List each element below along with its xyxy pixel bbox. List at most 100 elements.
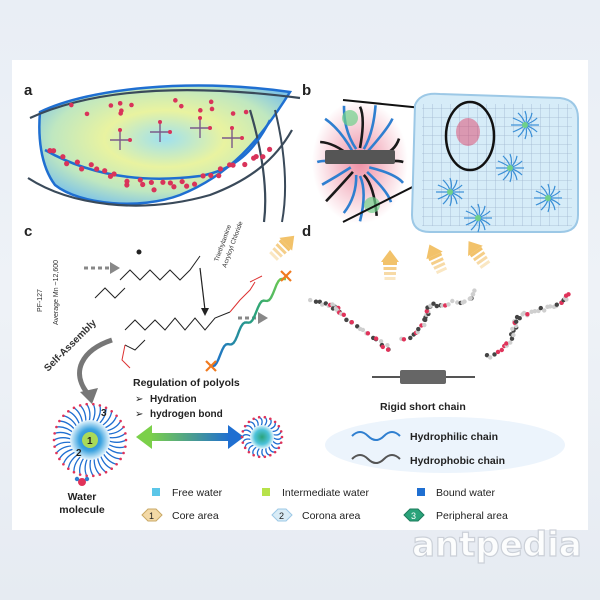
atom	[511, 332, 516, 338]
water-dot	[119, 419, 122, 423]
water-dot	[79, 166, 85, 172]
atom	[488, 355, 493, 360]
atom	[521, 310, 527, 316]
atom	[360, 327, 366, 333]
water-dot	[257, 455, 261, 459]
water-dot	[179, 178, 185, 185]
water-dot	[67, 467, 70, 471]
water-dot	[263, 415, 267, 419]
intermediate-water-label: Intermediate water	[282, 487, 369, 499]
core-area-label: Core area	[172, 510, 219, 522]
water-dot	[72, 470, 76, 474]
atom	[365, 331, 371, 336]
atom	[373, 336, 379, 341]
chain-end-crosses	[205, 270, 292, 372]
atom	[462, 299, 467, 304]
polymer-strand	[342, 174, 358, 214]
atom	[424, 309, 429, 314]
water-dot	[118, 111, 123, 116]
water-dot	[252, 453, 255, 457]
water-dot	[253, 153, 259, 160]
rigid-chain-icon	[372, 370, 475, 384]
water-dot	[160, 179, 166, 185]
water-dot	[85, 402, 88, 406]
micelles-in-gel	[436, 110, 562, 233]
water-dot	[104, 470, 108, 474]
polymer-strand	[274, 109, 287, 223]
water-dot	[277, 446, 281, 450]
water-dot	[85, 474, 88, 478]
atom	[401, 337, 407, 342]
water-dot	[240, 435, 244, 439]
water-dot	[122, 425, 125, 429]
water-dot	[102, 168, 108, 174]
water-dot	[78, 473, 82, 476]
molecular-weight: Average Mn ~12,600	[53, 260, 60, 325]
polymer-name: PF-127	[37, 289, 44, 312]
molecule-atom	[208, 126, 212, 130]
atom	[385, 343, 390, 348]
hydrophobic-chain-label: Hydrophobic chain	[410, 455, 505, 467]
water-dot	[53, 445, 56, 448]
molecule-atom	[118, 128, 122, 132]
acrylated-structure	[121, 275, 263, 369]
polymer-strand	[358, 175, 365, 222]
water-dot	[62, 414, 65, 418]
hydrogel-network-blob	[38, 84, 293, 205]
water-dot	[167, 180, 173, 186]
water-dot	[230, 162, 236, 168]
atom	[323, 301, 328, 306]
water-dot	[60, 154, 66, 160]
atom	[492, 352, 497, 357]
water-dot	[247, 420, 251, 424]
water-dot	[117, 101, 123, 106]
water-dot	[119, 457, 122, 461]
atom	[446, 302, 451, 307]
panel-d: d Rigid short chain Hydrophilic chain Hy…	[269, 223, 571, 473]
atom	[470, 292, 475, 297]
atom	[484, 353, 490, 358]
core-area-hex: 1	[141, 508, 163, 522]
water-dot	[252, 417, 255, 421]
atom	[355, 324, 360, 329]
polymer-strand	[342, 105, 358, 150]
water-dot	[230, 111, 236, 116]
water-dot	[115, 414, 118, 418]
polymer-strand	[368, 166, 405, 184]
water-dot	[58, 457, 61, 461]
polymer-strand	[325, 171, 354, 203]
atom	[313, 299, 319, 304]
self-assembly-arrow	[77, 337, 113, 404]
water-dot	[217, 166, 224, 172]
double-arrow	[136, 425, 244, 449]
water-dot	[108, 103, 114, 108]
water-molecule-label-line2: molecule	[59, 504, 105, 516]
polymer-strand	[358, 106, 365, 149]
water-dot	[84, 111, 90, 117]
polymer-strand	[27, 129, 293, 207]
regulation-item-hbond: hydrogen bond	[150, 409, 223, 420]
water-dot	[184, 183, 190, 189]
water-dot	[110, 467, 113, 471]
polymer-strand	[362, 105, 377, 150]
atom	[499, 347, 504, 353]
micelle-small	[240, 415, 284, 459]
water-dot	[52, 438, 56, 442]
atom	[416, 326, 421, 332]
water-dot	[279, 441, 283, 444]
panel-a: a	[24, 82, 301, 223]
micelle-closeup	[312, 100, 408, 224]
micelle-core	[507, 165, 513, 171]
free-water-label: Free water	[172, 487, 223, 499]
molecule-atom	[198, 116, 202, 120]
water-dot	[178, 103, 184, 109]
atom	[341, 312, 346, 317]
bound-water-swatch	[417, 488, 425, 496]
panel-a-label: a	[24, 82, 33, 99]
zoom-circle	[444, 100, 496, 172]
water-dot	[98, 473, 102, 476]
atom	[378, 339, 384, 344]
atom	[508, 340, 513, 345]
polymer-strand	[366, 118, 394, 153]
water-dot	[55, 425, 58, 429]
